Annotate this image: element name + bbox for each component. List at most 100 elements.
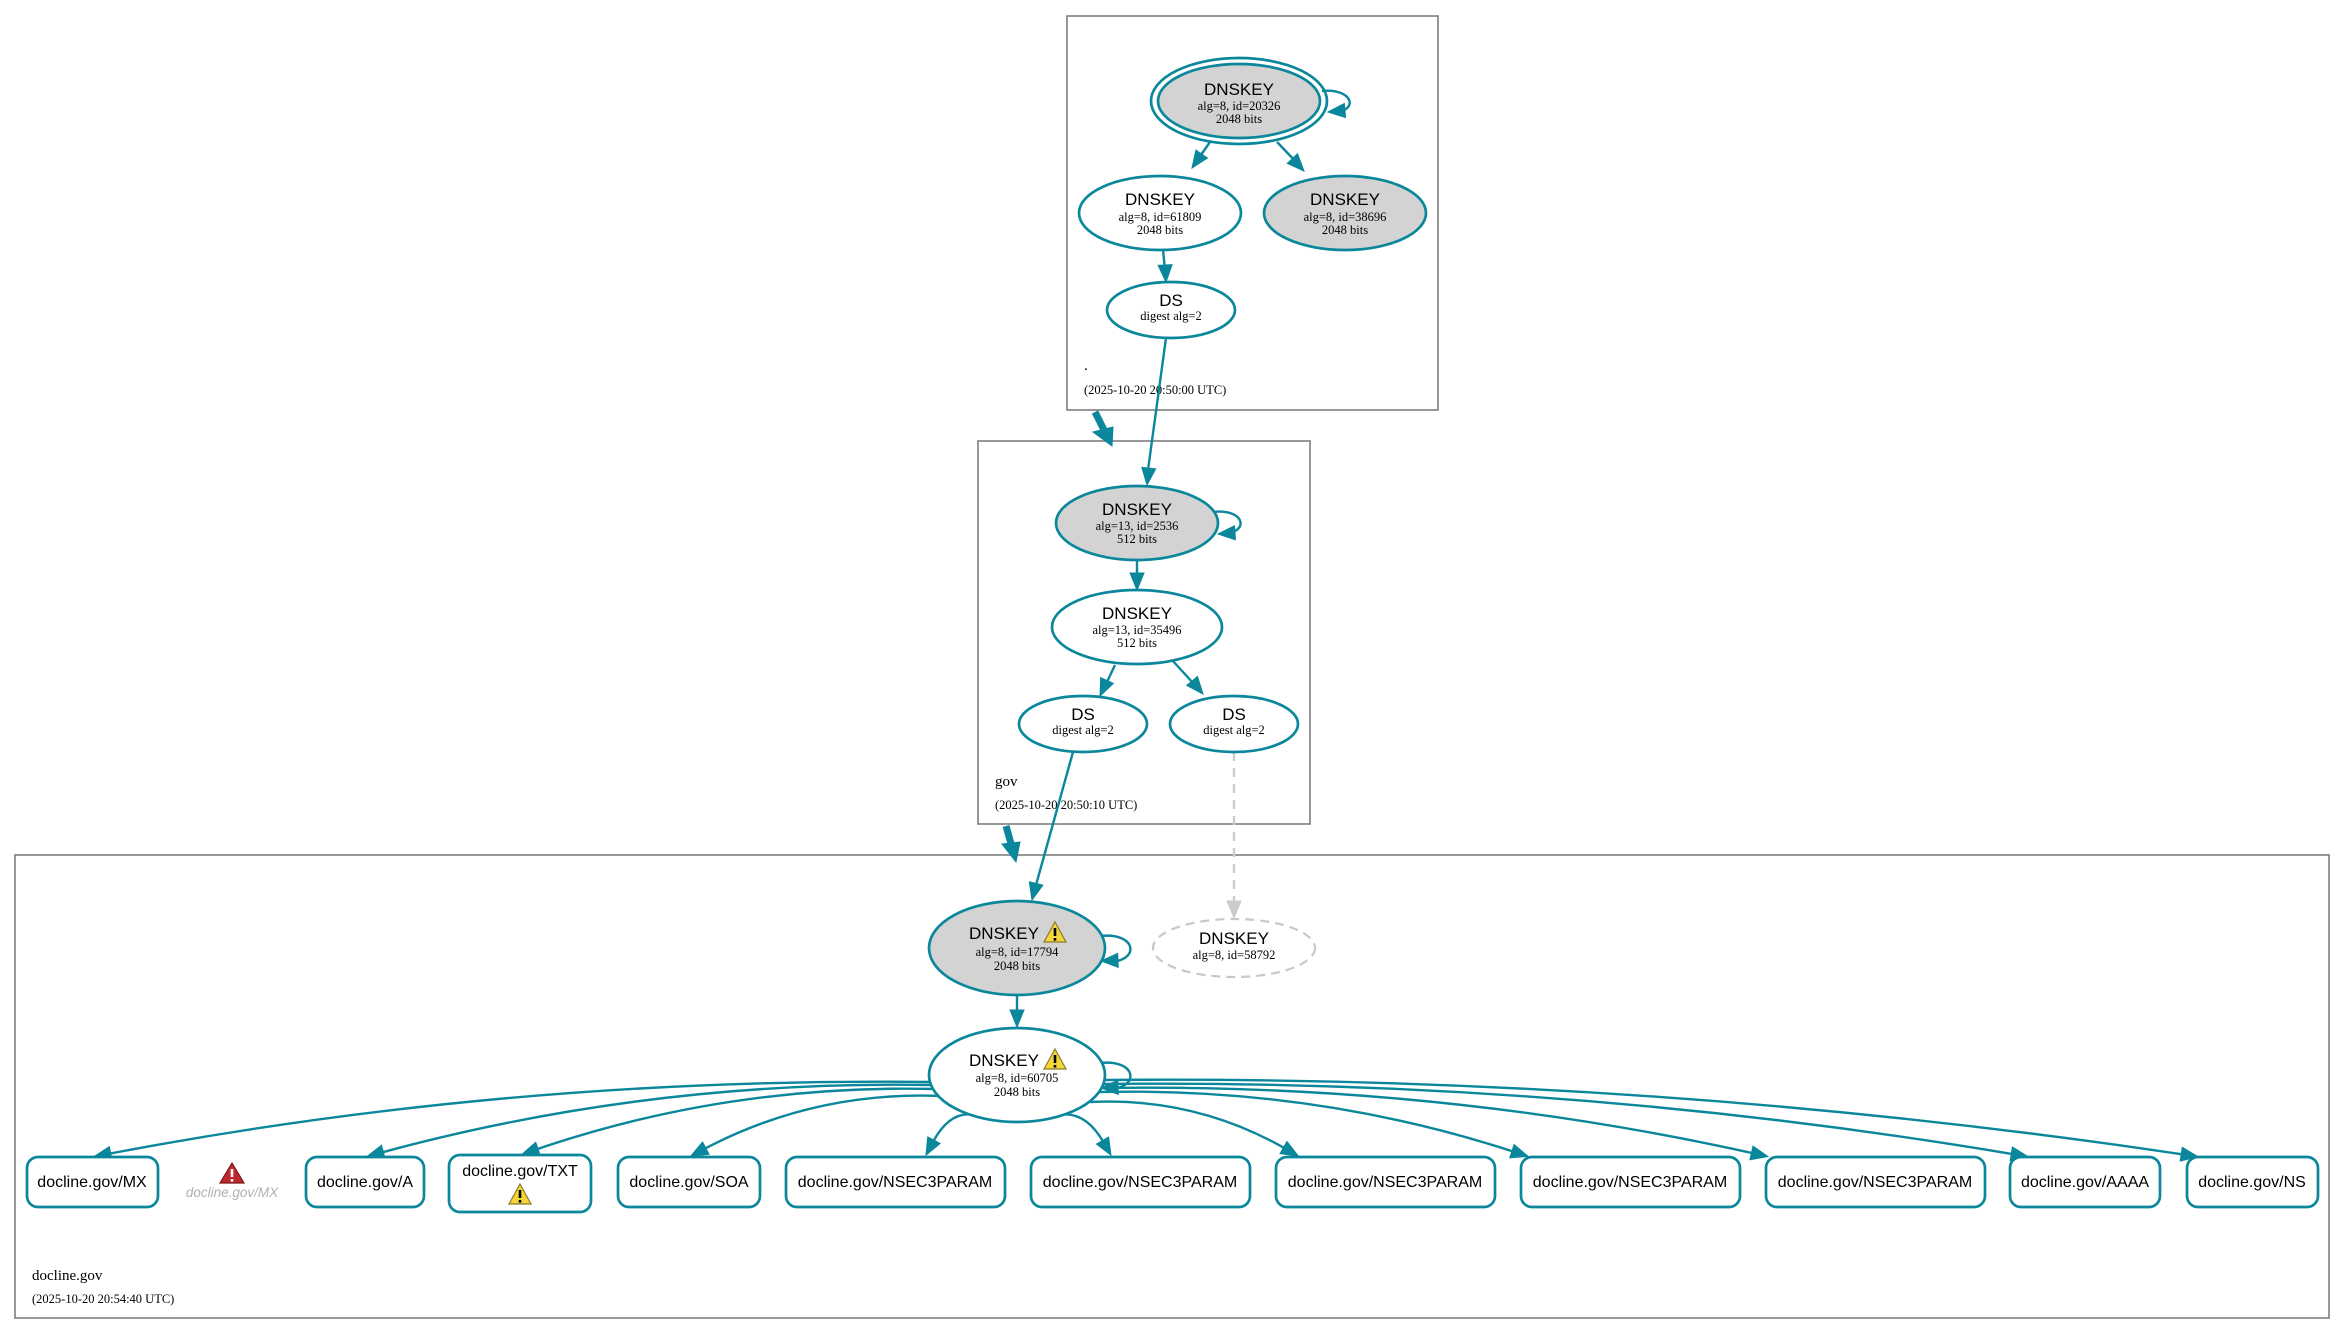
node-dnskey-docline-58792-missing[interactable]: DNSKEY alg=8, id=58792 <box>1151 917 1317 979</box>
edge-docline-zsk-to-rrset-6-arrowhead <box>1279 1140 1300 1157</box>
warning-icon <box>1042 920 1068 943</box>
node-type-label: DNSKEY <box>1125 190 1195 209</box>
rrset-docline-nsec3param-3[interactable]: docline.gov/NSEC3PARAM <box>1274 1155 1497 1209</box>
node-type-label: DNSKEY <box>1102 500 1172 519</box>
edge-docline-zsk-to-rrset-6 <box>1089 1100 1286 1150</box>
node-digest-label: digest alg=2 <box>1203 723 1265 737</box>
rrset-docline-mx[interactable]: docline.gov/MX <box>25 1155 160 1209</box>
edge-gov-ds1-to-docline-ksk-arrowhead <box>1028 881 1044 902</box>
node-dnskey-root-61809[interactable]: DNSKEY alg=8, id=61809 2048 bits <box>1077 174 1243 252</box>
edge-docline-zsk-to-rrset-5-arrowhead <box>1095 1136 1112 1157</box>
edge-root-ds-to-gov-ksk <box>1146 337 1168 471</box>
edge-gov-zsk-to-ds2-arrowhead <box>1185 675 1204 696</box>
node-bits-label: 2048 bits <box>994 1085 1040 1099</box>
edge-gov-ds2-to-missing-arrowhead <box>1226 900 1242 920</box>
node-dnskey-docline-60705[interactable]: DNSKEY alg=8, id=60705 2048 bits <box>927 1026 1107 1124</box>
node-type-label: DS <box>1222 705 1246 724</box>
edge-docline-zsk-to-rrset-7 <box>1099 1090 1515 1153</box>
rrset-docline-nsec3param-4[interactable]: docline.gov/NSEC3PARAM <box>1519 1155 1742 1209</box>
node-alg-label: alg=13, id=2536 <box>1096 519 1179 533</box>
edge-gov-ds1-to-docline-ksk <box>1034 751 1075 886</box>
rrset-docline-nsec3param-5[interactable]: docline.gov/NSEC3PARAM <box>1764 1155 1987 1209</box>
edge-docline-zsk-to-rrset-4 <box>931 1113 976 1143</box>
node-ds-gov-1[interactable]: DS digest alg=2 <box>1017 694 1149 754</box>
edge-docline-zsk-to-rrset-2 <box>535 1087 936 1151</box>
edge-gov-zsk-to-ds1-arrowhead <box>1099 676 1115 698</box>
edge-gov-ksk-to-zsk-arrowhead <box>1129 572 1145 592</box>
edge-root-ksk-to-38696-arrowhead <box>1286 152 1305 172</box>
node-bits-label: 2048 bits <box>994 959 1040 973</box>
edge-docline-zsk-to-rrset-5 <box>1057 1113 1105 1143</box>
node-dnskey-root-38696[interactable]: DNSKEY alg=8, id=38696 2048 bits <box>1262 174 1428 252</box>
zone-name-docline: docline.gov <box>32 1268 103 1284</box>
rrset-label: docline.gov/NS <box>2198 1174 2306 1191</box>
node-fill <box>1156 62 1322 140</box>
rrset-docline-ns[interactable]: docline.gov/NS <box>2185 1155 2320 1209</box>
warning-icon <box>1042 1047 1068 1070</box>
delegation-arrowhead-root-gov <box>1091 426 1114 447</box>
zone-box-root <box>1066 15 1439 411</box>
edge-docline-zsk-to-rrset-7-arrowhead <box>1509 1143 1530 1159</box>
rrset-docline-txt[interactable]: docline.gov/TXT <box>447 1153 593 1214</box>
edge-docline-zsk-to-rrset-9 <box>1103 1082 2014 1156</box>
edge-docline-zsk-to-rrset-0 <box>108 1080 931 1155</box>
warning-icon <box>507 1182 533 1205</box>
edge-gov-zsk-to-ds2 <box>1171 659 1195 685</box>
node-type-label: DNSKEY <box>969 1051 1039 1070</box>
zone-name-root: . <box>1084 358 1088 374</box>
rrset-docline-aaaa[interactable]: docline.gov/AAAA <box>2008 1155 2162 1209</box>
rrset-label-missing: docline.gov/MX <box>186 1185 279 1200</box>
node-alg-label: alg=13, id=35496 <box>1092 623 1181 637</box>
node-alg-label: alg=8, id=60705 <box>976 1071 1059 1085</box>
node-bits-label: 512 bits <box>1117 636 1157 650</box>
rrset-label: docline.gov/TXT <box>462 1163 578 1180</box>
rrset-docline-nsec3param-1[interactable]: docline.gov/NSEC3PARAM <box>784 1155 1007 1209</box>
rrset-docline-nsec3param-2[interactable]: docline.gov/NSEC3PARAM <box>1029 1155 1252 1209</box>
zone-timestamp-docline: (2025-10-20 20:54:40 UTC) <box>32 1292 174 1306</box>
node-ds-root[interactable]: DS digest alg=2 <box>1105 280 1237 340</box>
node-alg-label: alg=8, id=58792 <box>1193 948 1276 962</box>
node-ds-gov-2[interactable]: DS digest alg=2 <box>1168 694 1300 754</box>
rrset-label: docline.gov/NSEC3PARAM <box>1043 1174 1237 1191</box>
edge-docline-ksk-self-arrowhead <box>1099 952 1119 969</box>
node-bits-label: 512 bits <box>1117 532 1157 546</box>
zone-timestamp-gov: (2025-10-20 20:50:10 UTC) <box>995 798 1137 812</box>
edges-layer <box>92 89 2200 1162</box>
edge-root-zsk-to-ds-arrowhead <box>1157 264 1173 284</box>
node-alg-label: alg=8, id=17794 <box>976 945 1060 959</box>
edge-docline-ksk-to-zsk-arrowhead <box>1009 1009 1025 1029</box>
node-bits-label: 2048 bits <box>1137 223 1183 237</box>
node-type-label: DS <box>1071 705 1095 724</box>
node-type-label: DNSKEY <box>1102 604 1172 623</box>
edge-docline-zsk-to-rrset-4-arrowhead <box>925 1136 941 1157</box>
node-type-label: DNSKEY <box>969 924 1039 943</box>
error-icon <box>218 1161 246 1184</box>
rrset-label: docline.gov/NSEC3PARAM <box>798 1174 992 1191</box>
edge-root-ksk-to-zsk-arrowhead <box>1191 149 1209 170</box>
rrset-label: docline.gov/MX <box>37 1174 147 1191</box>
rrset-label: docline.gov/SOA <box>629 1174 749 1191</box>
edge-docline-zsk-to-rrset-1 <box>381 1083 933 1154</box>
rrset-label: docline.gov/A <box>317 1174 413 1191</box>
node-dnskey-docline-17794[interactable]: DNSKEY alg=8, id=17794 2048 bits <box>927 899 1107 997</box>
node-dnskey-root-20326[interactable]: DNSKEY alg=8, id=20326 2048 bits <box>1149 56 1329 146</box>
edge-docline-zsk-to-rrset-10 <box>1103 1078 2184 1156</box>
rrset-label: docline.gov/AAAA <box>2021 1174 2149 1191</box>
node-type-label: DNSKEY <box>1199 929 1269 948</box>
node-type-label: DNSKEY <box>1310 190 1380 209</box>
zone-box-gov <box>977 440 1311 825</box>
delegation-arrowhead-gov-docline <box>1001 841 1021 864</box>
rrset-docline-mx-missing[interactable]: docline.gov/MX <box>186 1161 279 1200</box>
zone-box-docline <box>14 854 2330 1319</box>
node-dnskey-gov-35496[interactable]: DNSKEY alg=13, id=35496 512 bits <box>1050 588 1224 666</box>
rrset-docline-a[interactable]: docline.gov/A <box>304 1155 426 1209</box>
node-alg-label: alg=8, id=38696 <box>1304 210 1387 224</box>
edge-root-ds-to-gov-ksk-arrowhead <box>1141 466 1157 487</box>
rrset-docline-soa[interactable]: docline.gov/SOA <box>616 1155 762 1209</box>
node-alg-label: alg=8, id=61809 <box>1119 210 1202 224</box>
edge-docline-zsk-to-rrset-2-arrowhead <box>520 1141 541 1157</box>
node-digest-label: digest alg=2 <box>1052 723 1114 737</box>
node-dnskey-gov-2536[interactable]: DNSKEY alg=13, id=2536 512 bits <box>1054 484 1220 562</box>
rrset-label: docline.gov/NSEC3PARAM <box>1533 1174 1727 1191</box>
